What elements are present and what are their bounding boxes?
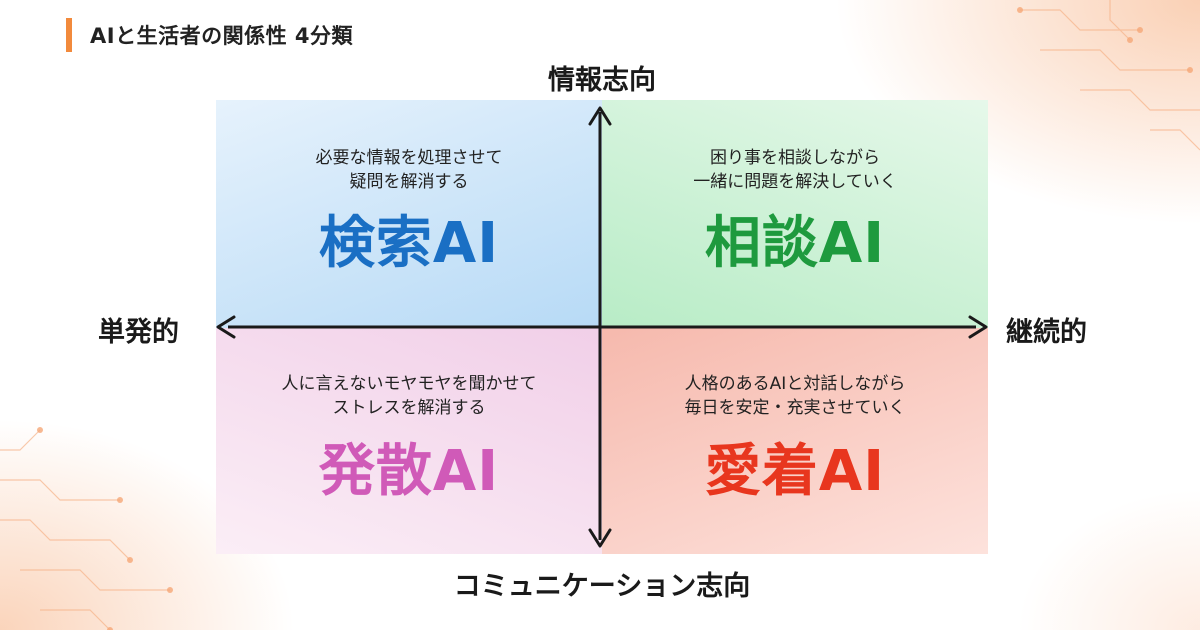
description-line: 困り事を相談しながら	[710, 148, 880, 168]
axis-label-top: 情報志向	[548, 65, 656, 96]
quadrant-description: 必要な情報を処理させて 疑問を解消する	[216, 146, 602, 194]
description-line: 毎日を安定・充実させていく	[684, 398, 906, 418]
quadrant-consult-ai: 困り事を相談しながら 一緒に問題を解決していく 相談AI	[602, 100, 988, 328]
quadrant-name: 愛着AI	[704, 439, 886, 504]
quadrant-description: 困り事を相談しながら 一緒に問題を解決していく	[602, 146, 988, 194]
axis-label-left: 単発的	[98, 317, 179, 348]
description-line: 人に言えないモヤモヤを聞かせて	[281, 374, 537, 394]
description-line: 必要な情報を処理させて	[315, 148, 503, 168]
quadrant-name: 相談AI	[704, 211, 886, 276]
description-line: ストレスを解消する	[332, 398, 486, 418]
arrowhead-left-icon	[216, 315, 236, 339]
description-line: 疑問を解消する	[349, 172, 469, 192]
quadrant-description: 人格のあるAIと対話しながら 毎日を安定・充実させていく	[602, 372, 988, 420]
arrowhead-up-icon	[588, 106, 612, 126]
quadrant-description: 人に言えないモヤモヤを聞かせて ストレスを解消する	[216, 372, 602, 420]
quadrant-name: 検索AI	[318, 211, 500, 276]
quadrant-search-ai: 必要な情報を処理させて 疑問を解消する 検索AI	[216, 100, 602, 328]
arrowhead-down-icon	[588, 528, 612, 548]
quadrant-attachment-ai: 人格のあるAIと対話しながら 毎日を安定・充実させていく 愛着AI	[602, 328, 988, 554]
quadrant-name: 発散AI	[318, 439, 500, 504]
arrowhead-right-icon	[968, 315, 988, 339]
title-accent-bar	[66, 18, 72, 52]
quadrant-venting-ai: 人に言えないモヤモヤを聞かせて ストレスを解消する 発散AI	[216, 328, 602, 554]
axis-label-right: 継続的	[1006, 317, 1087, 348]
page-title: AIと生活者の関係性 4分類	[90, 24, 353, 48]
description-line: 一緒に問題を解決していく	[693, 172, 897, 192]
description-line: 人格のあるAIと対話しながら	[684, 374, 906, 394]
axis-label-bottom: コミュニケーション志向	[453, 571, 751, 602]
